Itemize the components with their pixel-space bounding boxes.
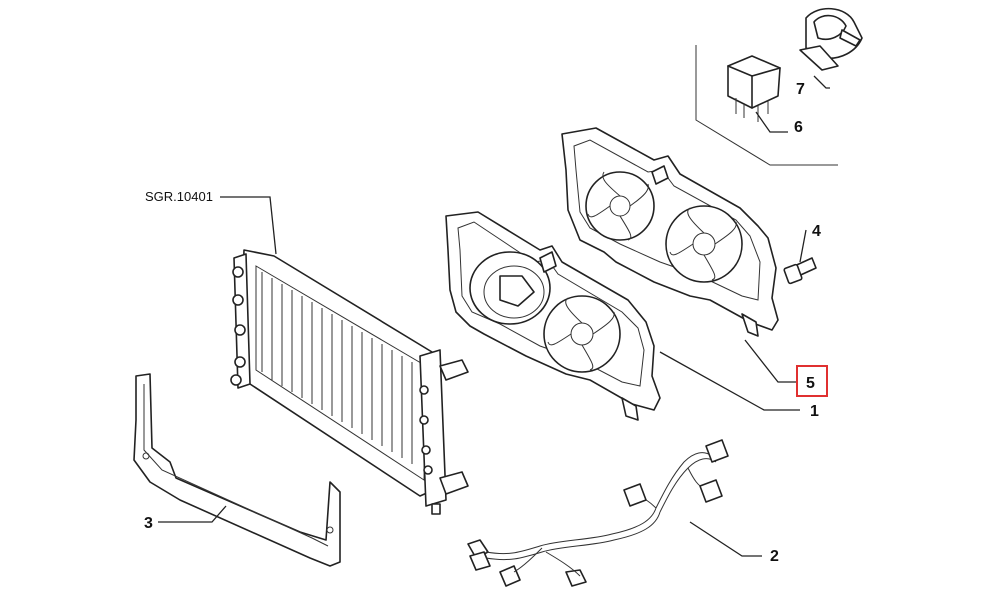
callout-4[interactable]: 4 [812, 223, 821, 240]
callout-1[interactable]: 1 [810, 403, 819, 420]
lower-bracket-part[interactable] [133, 373, 341, 567]
relay-part[interactable] [727, 55, 781, 122]
callout-5[interactable]: 5 [806, 375, 815, 392]
connector-boot-part[interactable] [799, 7, 863, 71]
diagram-reference-label: SGR.10401 [145, 189, 213, 204]
callout-2[interactable]: 2 [770, 548, 779, 565]
callout-5-highlight-box [796, 365, 828, 397]
leader-lines [158, 75, 830, 557]
radiator-part[interactable] [230, 249, 469, 515]
inset-box [695, 45, 838, 166]
callout-3[interactable]: 3 [144, 515, 153, 532]
callout-7[interactable]: 7 [796, 81, 805, 98]
rear-fan-left-blade [585, 171, 655, 241]
rear-fan-shroud[interactable] [561, 127, 779, 337]
radiator-right-tank [419, 349, 469, 515]
callout-6[interactable]: 6 [794, 119, 803, 136]
wiring-harness-part[interactable] [467, 439, 729, 587]
bolt-part[interactable] [783, 257, 817, 285]
front-fan-right-blade [543, 295, 621, 373]
front-fan-left-ring [469, 251, 551, 325]
rear-fan-right-blade [665, 205, 743, 283]
front-fan-shroud[interactable] [445, 211, 661, 421]
radiator-left-tank [230, 253, 251, 389]
